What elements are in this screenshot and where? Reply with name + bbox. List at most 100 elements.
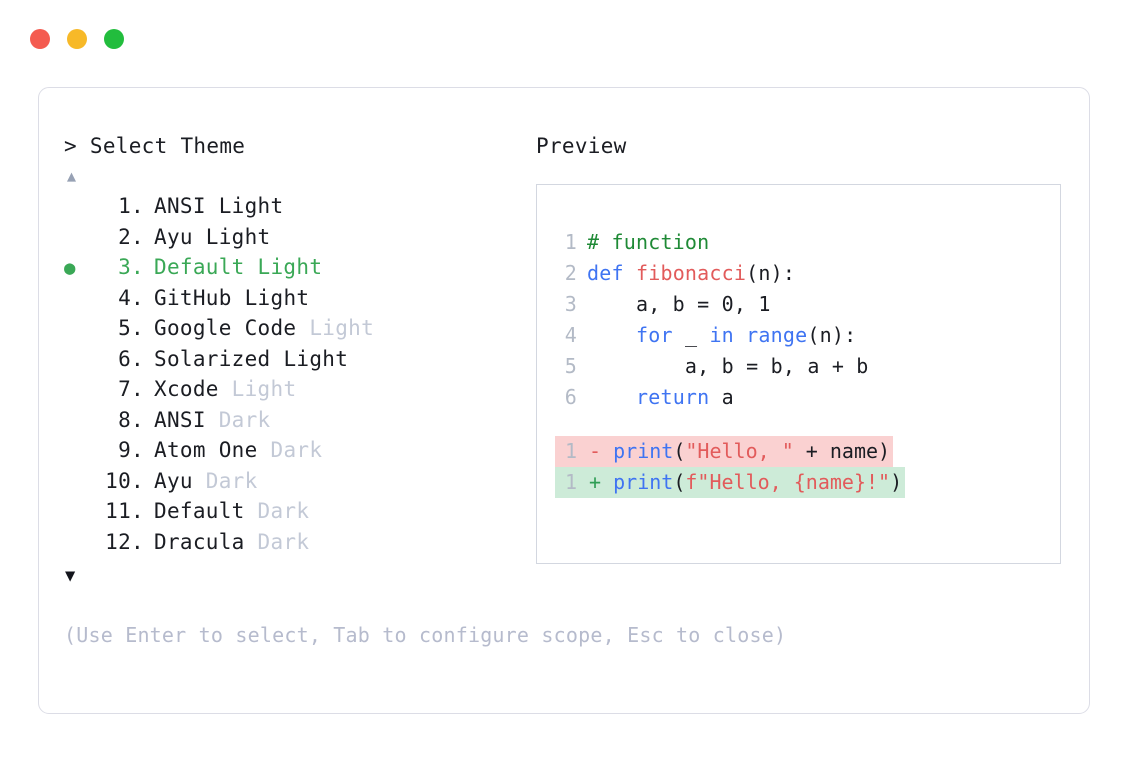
theme-item-index: 4. bbox=[118, 285, 144, 310]
page-title: > Select Theme bbox=[64, 134, 246, 158]
code-token: def bbox=[587, 261, 636, 285]
code-token: print bbox=[613, 439, 674, 463]
theme-item-variant: Light bbox=[205, 224, 271, 249]
theme-list-item[interactable]: 10. Ayu Dark bbox=[64, 466, 534, 497]
theme-item-variant: Light bbox=[257, 255, 323, 279]
theme-item-name: Dracula Dark bbox=[154, 529, 310, 554]
code-token bbox=[587, 385, 636, 409]
theme-item-name: Atom One Dark bbox=[154, 438, 323, 462]
code-token bbox=[587, 323, 636, 347]
code-token: print bbox=[613, 470, 674, 494]
theme-item-index: 5. bbox=[118, 316, 144, 340]
theme-item-variant: Light bbox=[309, 316, 375, 340]
scroll-down-indicator-icon[interactable]: ▼ bbox=[65, 566, 76, 586]
code-token: + name) bbox=[793, 439, 891, 463]
window-traffic-lights bbox=[30, 29, 124, 49]
code-token: fibonacci bbox=[635, 261, 747, 285]
theme-item-name: Default Light bbox=[154, 255, 323, 279]
line-number: 3 bbox=[564, 292, 577, 316]
code-line-text: def fibonacci(n): bbox=[587, 258, 795, 289]
theme-item-name: ANSI Dark bbox=[154, 407, 271, 432]
diff-sign: + bbox=[577, 470, 614, 494]
theme-list-item[interactable]: 9. Atom One Dark bbox=[64, 435, 534, 466]
code-line: 4 for _ in range(n): bbox=[555, 320, 1060, 351]
theme-item-index: 1. bbox=[118, 194, 144, 218]
code-line-text: a, b = 0, 1 bbox=[587, 289, 771, 320]
selected-bullet-icon: ● bbox=[64, 257, 76, 279]
theme-list-item[interactable]: 4. GitHub Light bbox=[64, 283, 534, 314]
theme-item-variant: Dark bbox=[205, 468, 258, 493]
theme-item-variant: Light bbox=[244, 285, 310, 310]
minimize-icon[interactable] bbox=[67, 29, 87, 49]
diff-added-line: 1 + print(f"Hello, {name}!") bbox=[555, 467, 1060, 498]
code-token: in range bbox=[709, 323, 808, 347]
theme-item-name: Ayu Light bbox=[154, 224, 271, 249]
code-token: _ bbox=[672, 323, 710, 347]
code-token: "Hello, " bbox=[685, 439, 794, 463]
preview-title: Preview bbox=[536, 134, 627, 158]
theme-item-index: 10. bbox=[105, 468, 144, 493]
diff-line-content: - print("Hello, " + name) bbox=[577, 436, 894, 467]
theme-item-index: 9. bbox=[118, 438, 144, 462]
theme-item-index: 8. bbox=[118, 407, 144, 432]
code-token: (n): bbox=[746, 261, 796, 285]
diff-block: 1 - print("Hello, " + name)1 + print(f"H… bbox=[555, 436, 1060, 498]
theme-list-item[interactable]: 1. ANSI Light bbox=[64, 191, 534, 222]
line-number: 1 bbox=[555, 467, 577, 498]
code-token: a, b = 0, 1 bbox=[587, 292, 771, 316]
diff-spacer bbox=[555, 413, 1060, 436]
theme-list-item[interactable]: 11. Default Dark bbox=[64, 496, 534, 527]
line-number: 4 bbox=[564, 323, 577, 347]
code-line: 6 return a bbox=[555, 382, 1060, 413]
theme-item-variant: Dark bbox=[218, 407, 271, 432]
theme-selector-column: > Select Theme ▲ 1. ANSI Light 2.Ayu Light… bbox=[64, 133, 787, 648]
theme-item-variant: Dark bbox=[270, 438, 323, 462]
close-icon[interactable] bbox=[30, 29, 50, 49]
code-token: # function bbox=[587, 230, 710, 254]
theme-item-name: GitHub Light bbox=[154, 285, 310, 310]
theme-item-name: Ayu Dark bbox=[154, 468, 258, 493]
theme-item-index: 6. bbox=[118, 346, 144, 371]
code-line: 1 # function bbox=[555, 227, 1060, 258]
diff-line-content: + print(f"Hello, {name}!") bbox=[577, 467, 906, 498]
theme-list-item[interactable]: 7.Xcode Light bbox=[64, 374, 534, 405]
theme-list-item[interactable]: 5. Google Code Light bbox=[64, 313, 534, 344]
theme-item-name: Solarized Light bbox=[154, 346, 349, 371]
code-token: a, b = b, a + b bbox=[587, 354, 869, 378]
theme-item-name: Default Dark bbox=[154, 499, 310, 523]
theme-item-name: Google Code Light bbox=[154, 316, 375, 340]
theme-list-item[interactable]: 6. Solarized Light bbox=[64, 344, 534, 375]
line-number: 1 bbox=[555, 436, 577, 467]
line-number: 1 bbox=[564, 230, 577, 254]
code-token: f"Hello, {name}!" bbox=[685, 470, 891, 494]
code-line-text: return a bbox=[587, 382, 734, 413]
code-line-text: a, b = b, a + b bbox=[587, 351, 869, 382]
theme-item-name: ANSI Light bbox=[154, 194, 284, 218]
code-token: for bbox=[635, 323, 673, 347]
theme-list-item[interactable]: ●3.Default Light bbox=[64, 252, 534, 283]
code-line: 3 a, b = 0, 1 bbox=[555, 289, 1060, 320]
diff-removed-line: 1 - print("Hello, " + name) bbox=[555, 436, 1060, 467]
theme-list-item[interactable]: 8. ANSI Dark bbox=[64, 405, 534, 436]
code-token: ( bbox=[673, 470, 686, 494]
line-number: 5 bbox=[564, 354, 577, 378]
theme-item-variant: Light bbox=[283, 346, 349, 371]
code-token: ( bbox=[673, 439, 686, 463]
scroll-up-indicator-icon[interactable]: ▲ bbox=[67, 167, 77, 185]
theme-list-item[interactable]: 2.Ayu Light bbox=[64, 222, 534, 253]
code-token: return bbox=[635, 385, 710, 409]
code-token: (n): bbox=[807, 323, 857, 347]
theme-list-item[interactable]: 12. Dracula Dark bbox=[64, 527, 534, 558]
diff-sign: - bbox=[577, 439, 614, 463]
keyboard-hint: (Use Enter to select, Tab to configure s… bbox=[64, 623, 787, 647]
code-token: a bbox=[709, 385, 734, 409]
code-token: ) bbox=[890, 470, 903, 494]
theme-item-index: 12. bbox=[105, 529, 144, 554]
maximize-icon[interactable] bbox=[104, 29, 124, 49]
theme-item-index: 11. bbox=[105, 499, 144, 523]
